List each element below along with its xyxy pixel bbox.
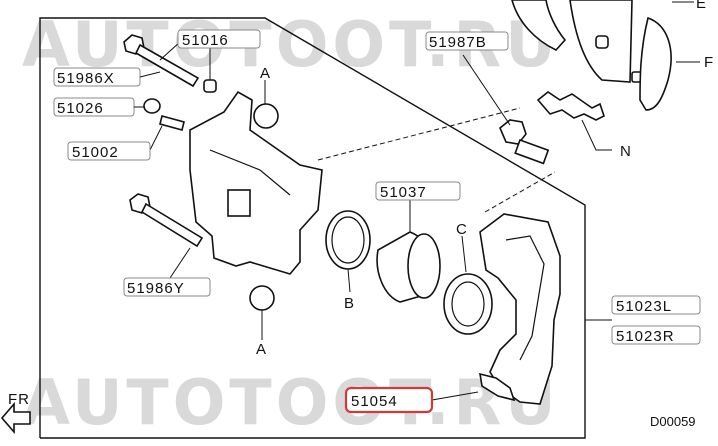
label-51016-box (177, 29, 261, 49)
label-51016: 51016 (177, 29, 261, 49)
callout-e: E (696, 0, 707, 12)
caliper-support (479, 213, 612, 405)
piston-boot (443, 273, 493, 335)
caliper-piston (376, 198, 441, 303)
label-51054-highlight-box (344, 386, 434, 414)
caliper-window (227, 189, 251, 217)
bleeder-cap (143, 98, 161, 114)
pad-wear-indicator (595, 35, 609, 49)
pad-clip-51054-leader (431, 391, 479, 401)
watermark-bottom: AUTOTOOT.RU (22, 366, 560, 439)
label-51986y-box (123, 277, 211, 297)
guide-line-upper (317, 107, 521, 161)
caliper-bleeder-leader (149, 125, 163, 151)
callout-a-top: A (260, 65, 271, 82)
guide-pin-x (123, 34, 200, 88)
label-51054-text: 51054 (351, 393, 398, 410)
guide-pin-y-leader (169, 247, 191, 279)
piston-boot-leader (461, 235, 467, 273)
bleeder-screw (462, 54, 550, 165)
guide-pin-y (129, 193, 204, 279)
pin-boot-a-bottom (249, 285, 275, 311)
assembly-frame (39, 17, 586, 439)
label-51037: 51037 (375, 181, 461, 201)
bleeder-leader (462, 54, 511, 126)
label-51037-text: 51037 (380, 184, 427, 201)
label-51987b-text: 51987B (429, 34, 487, 51)
bleeder-hex (499, 119, 527, 145)
caliper-body (189, 90, 323, 275)
piston-boot-inner (451, 281, 485, 327)
fr-arrow-icon (0, 401, 31, 435)
callout-c: C (456, 221, 468, 238)
label-51986y-text: 51986Y (127, 280, 185, 297)
label-51016-text: 51016 (182, 32, 229, 49)
label-51023l-box (611, 295, 701, 315)
caliper-support-frame (479, 213, 561, 405)
piston-face (407, 233, 441, 299)
label-51986y: 51986Y (123, 277, 211, 297)
caliper-bleeder-body (159, 115, 185, 131)
brake-pad-group (511, 0, 700, 111)
p51016-leader (159, 41, 181, 61)
label-51002: 51002 (67, 141, 151, 161)
caliper-bleeder (149, 115, 185, 151)
callout-f: F (704, 54, 714, 71)
label-51023r: 51023R (611, 325, 701, 345)
pad-clip-51054-shape (479, 372, 516, 402)
guide-line-lower (484, 171, 556, 213)
fr-label: FR (8, 391, 30, 408)
label-51002-box (67, 141, 151, 161)
anti-rattle-spring-shape (536, 91, 605, 121)
pin-boot-a-top (253, 103, 279, 129)
label-51986x-text: 51986X (57, 70, 115, 87)
caliper-housing (189, 90, 323, 275)
label-51986x: 51986X (53, 67, 161, 87)
pad-clip-51054 (431, 372, 516, 402)
label-51023l-text: 51023L (616, 298, 672, 315)
label-51026: 51026 (53, 97, 144, 117)
label-51986x-leader (139, 71, 161, 78)
label-51023l: 51023L (611, 295, 701, 315)
label-51023r-text: 51023R (616, 328, 675, 345)
callout-n-leader (581, 119, 612, 151)
guide-pin-x-shaft (134, 43, 200, 88)
label-51054: 51054 (344, 386, 434, 414)
label-51023r-box (611, 325, 701, 345)
label-51026-text: 51026 (57, 100, 104, 117)
label-51037-box (375, 181, 461, 201)
callout-n: N (620, 143, 632, 160)
brake-pad-inner (511, 0, 567, 51)
caliper-support-inner (505, 235, 545, 361)
bleeder-thread (514, 138, 550, 165)
callout-b: B (344, 295, 355, 312)
guide-pin-y-shaft (140, 202, 204, 248)
pad-shim (639, 16, 672, 111)
front-direction-indicator: FR (0, 391, 31, 435)
piston-seal-inner (331, 216, 365, 264)
callout-a-bottom: A (256, 341, 267, 358)
caliper-ridge (209, 149, 291, 196)
label-51987b-box (425, 31, 509, 51)
piston-seal-leader (347, 268, 351, 293)
pin-boot-small (203, 79, 217, 93)
bleeder-cap-body (143, 98, 161, 114)
diagram-code: D00059 (650, 414, 696, 429)
label-51987b: 51987B (425, 31, 509, 51)
label-51002-text: 51002 (72, 144, 119, 161)
anti-rattle-spring (536, 91, 612, 151)
